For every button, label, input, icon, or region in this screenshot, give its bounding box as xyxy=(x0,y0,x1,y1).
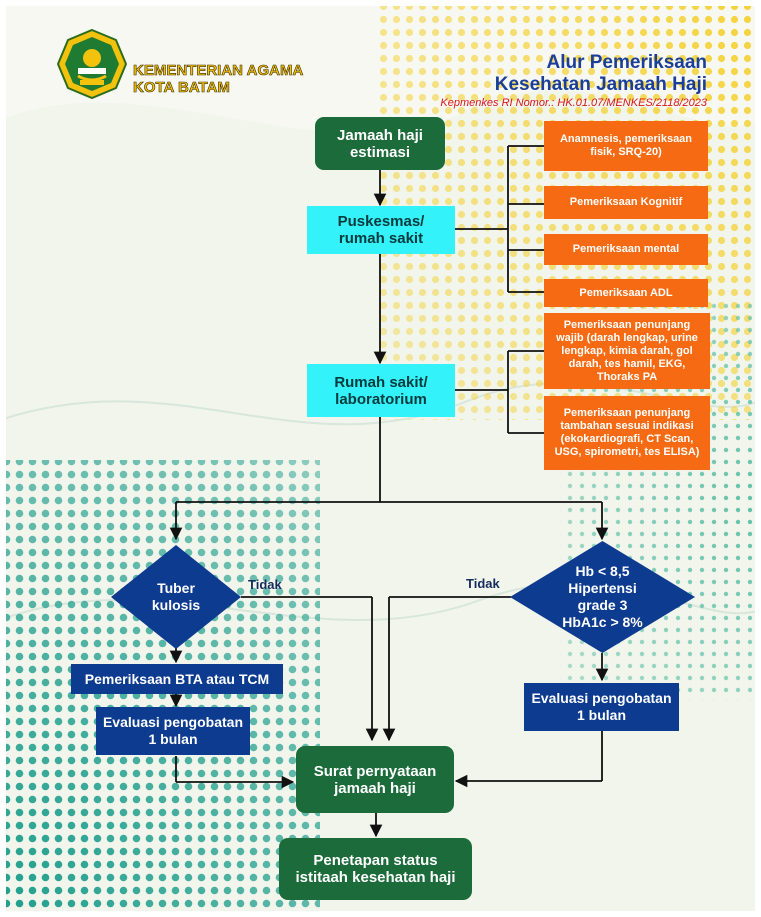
exam-mental: Pemeriksaan mental xyxy=(544,234,708,265)
title-line-1: Alur Pemeriksaan xyxy=(546,52,707,73)
exam-anamnesis: Anamnesis, pemeriksaan fisik, SRQ-20) xyxy=(544,121,708,171)
exam-additional-support: Pemeriksaan penunjang tambahan sesuai in… xyxy=(544,396,710,470)
title-line-2: Kesehatan Jamaah Haji xyxy=(494,74,707,95)
exam-cognitive: Pemeriksaan Kognitif xyxy=(544,186,708,219)
no-label-left: Tidak xyxy=(248,577,282,592)
exam-mandatory-support: Pemeriksaan penunjang wajib (darah lengk… xyxy=(544,313,710,389)
laboratory-node: Rumah sakit/ laboratorium xyxy=(307,364,455,417)
decision-tuberculosis-shape xyxy=(111,545,241,649)
final-status-node: Penetapan status istitaah kesehatan haji xyxy=(279,838,472,900)
organization-name: KEMENTERIAN AGAMA KOTA BATAM xyxy=(133,62,304,97)
statement-node: Surat pernyataan jamaah haji xyxy=(296,746,454,813)
decision-tuberculosis-label: Tuber kulosis xyxy=(151,580,201,613)
eval-left-node: Evaluasi pengobatan 1 bulan xyxy=(96,707,250,755)
page-title: Alur Pemeriksaan Kesehatan Jamaah Haji xyxy=(495,52,707,96)
kemenag-emblem-icon xyxy=(56,28,128,100)
decision-hb-hypertension-label: Hb < 8,5 Hipertensi grade 3 HbA1c > 8% xyxy=(562,563,643,630)
exam-adl: Pemeriksaan ADL xyxy=(544,279,708,307)
puskesmas-node: Puskesmas/ rumah sakit xyxy=(307,206,455,254)
decision-hb-hypertension-shape xyxy=(510,541,695,653)
eval-right-node: Evaluasi pengobatan 1 bulan xyxy=(524,683,679,731)
no-label-right: Tidak xyxy=(466,576,500,591)
org-line-1: KEMENTERIAN AGAMA xyxy=(133,62,304,80)
org-line-2: KOTA BATAM xyxy=(133,79,231,97)
tb-test-node: Pemeriksaan BTA atau TCM xyxy=(71,664,283,694)
start-node: Jamaah haji estimasi xyxy=(315,117,445,170)
regulation-reference: Kepmenkes RI Nomor.: HK.01.07/MENKES/211… xyxy=(440,97,707,109)
